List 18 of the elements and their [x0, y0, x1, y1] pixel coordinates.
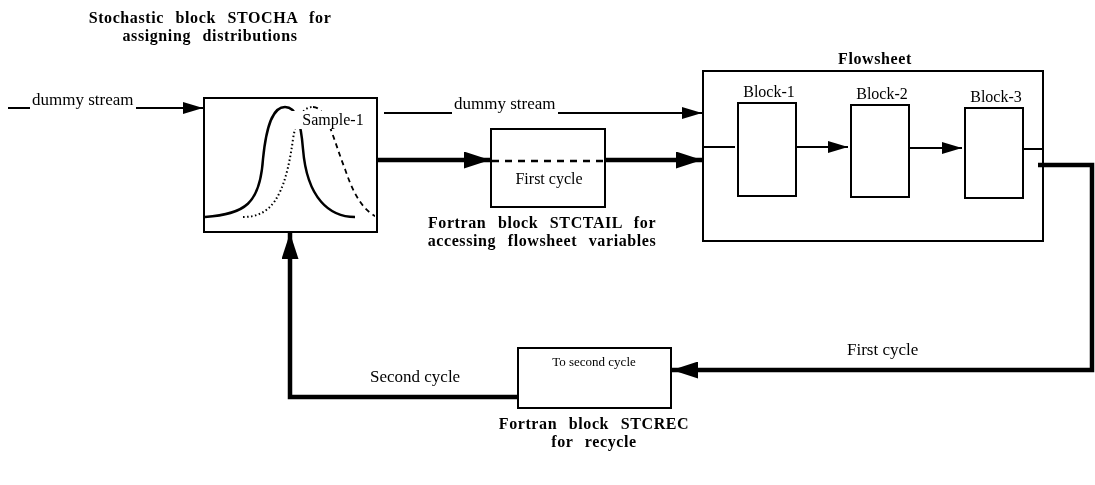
edge-label: dummy stream	[30, 90, 136, 110]
arrow	[606, 151, 702, 169]
block-heading: Fortran block STCREC for recycle	[497, 415, 691, 451]
arrow	[672, 162, 1095, 379]
edge-label: dummy stream	[452, 94, 558, 114]
cycle-label: First cycle	[514, 170, 584, 188]
block-label: Block-3	[969, 88, 1023, 106]
block-heading: Fortran block STCTAIL for accessing flowsheet variables	[426, 214, 658, 250]
flowsheet-heading: Flowsheet	[837, 50, 913, 68]
block-label: Block-2	[855, 85, 909, 103]
block-note: To second cycle	[551, 355, 637, 370]
arrow	[281, 233, 517, 400]
arrow	[378, 151, 490, 169]
edge-label: Second cycle	[368, 367, 463, 387]
block-label: Block-1	[742, 83, 796, 101]
block-heading: Stochastic block STOCHA for assigning distributions	[87, 9, 333, 45]
edge-label: First cycle	[845, 340, 921, 360]
connector-line	[701, 146, 736, 148]
